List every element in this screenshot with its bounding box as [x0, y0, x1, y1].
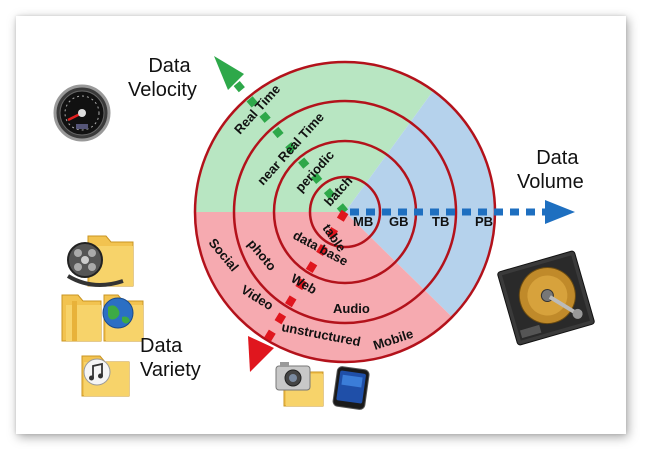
volume-level-tb: TB	[432, 214, 449, 229]
sectors	[195, 62, 495, 362]
volume-sector	[345, 91, 495, 317]
film-reel-folder-icon	[66, 235, 134, 287]
velocity-title-line2: Velocity	[128, 79, 197, 101]
variety-title-line1: Data	[140, 335, 183, 357]
volume-level-gb: GB	[389, 214, 409, 229]
ring-1	[308, 175, 382, 249]
velocity-arrowhead	[214, 56, 244, 90]
smartphone-icon	[332, 366, 370, 410]
velocity-title-line1: Data	[148, 55, 191, 77]
music-folder-icon	[81, 355, 130, 397]
variety-title: Data Variety	[140, 334, 201, 382]
volume-title: Data Volume	[517, 146, 584, 194]
variety-arrowhead	[248, 336, 274, 372]
volume-level-pb: PB	[475, 214, 493, 229]
volume-level-mb: MB	[353, 214, 373, 229]
velocity-title: Data Velocity	[128, 54, 197, 102]
volume-arrowhead	[545, 200, 575, 224]
volume-title-line2: Volume	[517, 171, 584, 193]
variety-arrow	[248, 209, 349, 372]
ring-3	[232, 99, 458, 325]
variety-sector	[195, 212, 452, 362]
hard-drive-icon	[497, 250, 595, 346]
globe-folder-icon	[61, 294, 144, 342]
camera-folder-icon	[275, 362, 324, 407]
variety-level-audio: Audio	[333, 301, 370, 316]
volume-arrow	[350, 200, 575, 224]
volume-title-line1: Data	[536, 147, 579, 169]
variety-title-line2: Variety	[140, 359, 201, 381]
velocity-arrow	[214, 56, 349, 215]
speedometer-icon	[53, 84, 111, 142]
